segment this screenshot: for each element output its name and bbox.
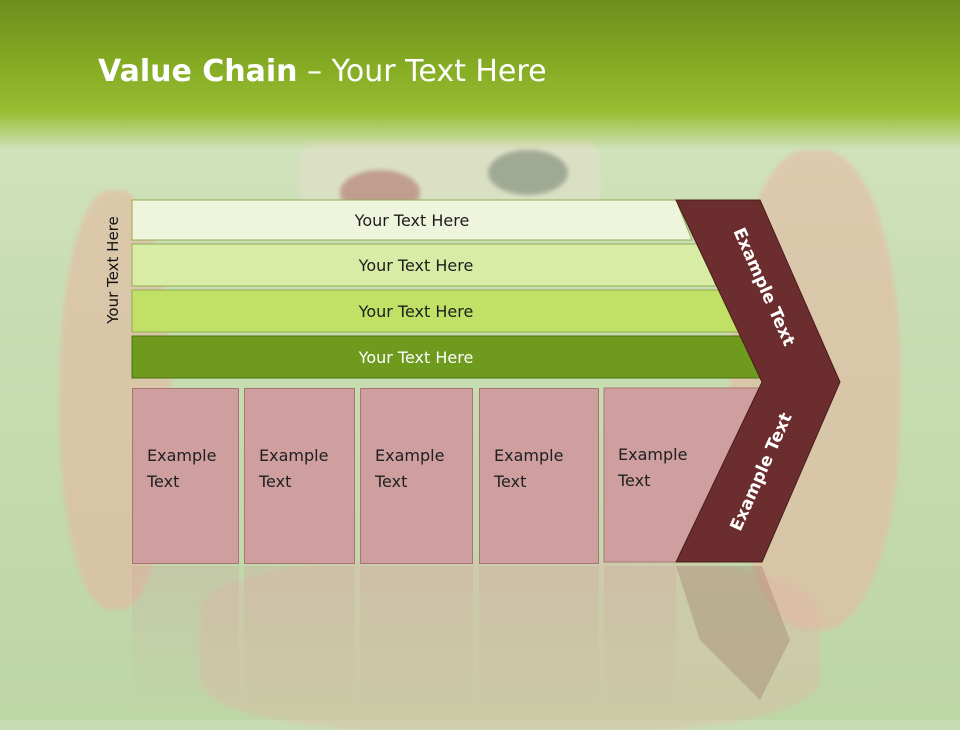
title-bold: Value Chain [98, 54, 298, 89]
box-2-line1: Example [259, 446, 329, 465]
box-reflection-2 [244, 566, 355, 716]
activity-box-2: Example Text [244, 388, 355, 564]
box-reflection-5 [604, 566, 676, 716]
chevron-shape [675, 199, 841, 563]
box-3-line2: Text [375, 472, 408, 491]
box-4-line1: Example [494, 446, 564, 465]
title-rest: – Your Text Here [297, 54, 547, 89]
box-5-line2: Text [618, 471, 651, 490]
box-reflection-4 [479, 566, 599, 716]
box-reflection-1 [132, 566, 239, 716]
chevron-reflection [676, 566, 790, 700]
box-2-line2: Text [259, 472, 292, 491]
row-2: Your Text Here [358, 255, 474, 275]
header-band [0, 0, 960, 150]
activity-box-3: Example Text [360, 388, 473, 564]
row-shape-1 [131, 199, 693, 241]
activity-box-5: Example Text [604, 388, 694, 564]
row-1: Your Text Here [354, 210, 470, 230]
box-3-line1: Example [375, 446, 445, 465]
box-1-line1: Example [147, 446, 217, 465]
box-5-line1: Example [618, 445, 688, 464]
box-4-line2: Text [494, 472, 527, 491]
activity-box-1: Example Text [132, 388, 239, 564]
box-1-line2: Text [147, 472, 180, 491]
box-reflection-3 [360, 566, 473, 716]
row-4: Your Text Here [358, 347, 474, 367]
row-3: Your Text Here [358, 301, 474, 321]
page-title: Value Chain – Your Text Here [98, 54, 547, 89]
activity-box-4: Example Text [479, 388, 599, 564]
row-shape-2 [131, 243, 717, 287]
